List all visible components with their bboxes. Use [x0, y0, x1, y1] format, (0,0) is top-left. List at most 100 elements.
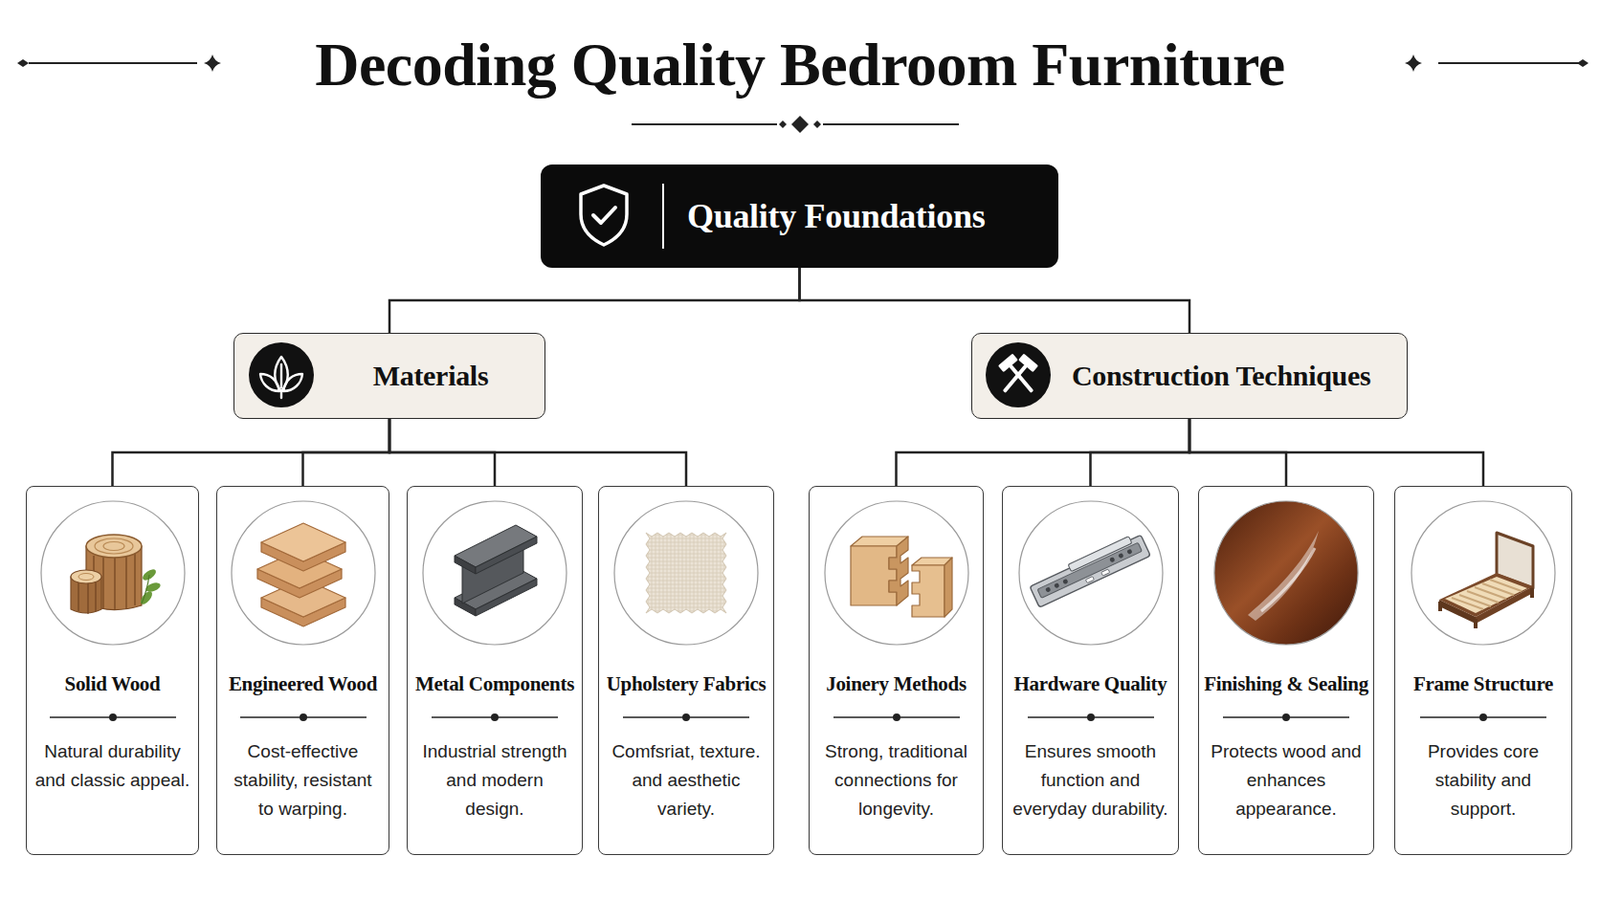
title-divider — [1087, 713, 1095, 722]
connector-line — [303, 419, 391, 487]
card-heading: Solid Wood — [30, 665, 195, 704]
drawer-slide-picture — [1085, 577, 1094, 584]
left-ornament — [28, 62, 198, 65]
root-label: Quality Foundations — [687, 196, 985, 237]
wood-stump-picture — [141, 575, 150, 604]
bed-frame-picture — [1489, 579, 1522, 592]
leaf-icon — [248, 342, 314, 408]
leaf-icon — [280, 364, 283, 388]
left-ornament — [17, 59, 29, 67]
card-heading: Metal Components — [411, 665, 578, 704]
bed-frame-picture — [1439, 573, 1534, 618]
connector-line — [112, 419, 391, 487]
shield-icon — [593, 207, 616, 223]
topic-card: Frame StructureProvides core stability a… — [1394, 486, 1573, 856]
shield-icon — [580, 185, 627, 245]
steel-beam-picture — [454, 555, 476, 575]
wood-stump-picture — [137, 589, 154, 606]
card-description: Strong, traditional connections for long… — [817, 737, 976, 824]
category-label: Materials — [373, 359, 489, 393]
wood-stump-picture — [70, 570, 102, 584]
drawer-slide-picture — [1044, 586, 1051, 593]
card-heading: Hardware Quality — [1006, 665, 1175, 704]
topic-card: Metal ComponentsIndustrial strength and … — [406, 486, 583, 856]
wood-stump-picture — [78, 582, 96, 615]
title-underline — [813, 120, 822, 129]
bed-frame-picture — [1466, 591, 1499, 603]
dovetail-joint-picture — [822, 498, 972, 648]
drawer-slide-picture — [1044, 549, 1134, 594]
card-heading: Engineered Wood — [221, 665, 385, 704]
drawer-slide-picture — [1019, 501, 1163, 645]
hammer-icon — [997, 353, 1040, 399]
wood-stump-picture — [94, 538, 134, 555]
title-divider — [236, 712, 371, 723]
bed-frame-picture — [1451, 579, 1522, 610]
bed-frame-picture — [1408, 498, 1558, 648]
shield-icon — [540, 164, 675, 268]
wood-finish-picture — [1214, 501, 1358, 645]
topic-card: Hardware QualityEnsures smooth function … — [1001, 486, 1179, 856]
drawer-slide-picture — [1037, 542, 1142, 599]
wood-stump-picture — [78, 574, 94, 581]
plywood-picture — [228, 498, 378, 648]
steel-beam-picture — [420, 498, 570, 648]
card-description: Cost-effective stability, resistant to w… — [224, 737, 381, 824]
bed-frame-picture — [1438, 601, 1443, 612]
steel-beam-picture — [454, 525, 537, 617]
title-divider — [299, 713, 308, 722]
title-underline — [791, 115, 809, 134]
fabric-swatch-picture — [645, 533, 727, 614]
drawer-slide-picture — [1126, 549, 1133, 556]
wood-finish-picture — [1247, 531, 1319, 622]
card-description: Ensures smooth function and everyday dur… — [1010, 737, 1171, 824]
topic-card: Joinery MethodsStrong, traditional conne… — [808, 486, 984, 856]
card-description: Protects wood and enhances appearance. — [1206, 737, 1366, 824]
wood-stump-picture — [103, 542, 125, 552]
card-body: Industrial strength and modern design. — [415, 737, 575, 824]
hammer-icon — [1018, 353, 1039, 373]
title-divider — [109, 713, 117, 722]
topic-card: Engineered WoodCost-effective stability,… — [216, 486, 390, 856]
bed-frame-picture — [1451, 598, 1484, 610]
title-divider — [829, 712, 964, 723]
dovetail-joint-picture — [850, 536, 953, 618]
drawer-slide-picture — [1085, 569, 1110, 584]
topic-card: Finishing & SealingProtects wood and enh… — [1198, 486, 1375, 856]
card-heading: Joinery Methods — [813, 665, 979, 704]
wood-finish-picture — [1261, 548, 1315, 612]
drawer-slide-picture — [1053, 582, 1060, 589]
drawer-slide-picture — [1117, 553, 1124, 559]
wood-stump-picture — [125, 556, 127, 610]
connector-line — [1090, 419, 1191, 487]
bed-frame-picture — [1530, 588, 1534, 599]
connector-line — [800, 267, 1191, 334]
card-description: Natural durability and classic appeal. — [34, 737, 191, 796]
hammer-icon — [998, 353, 1019, 373]
left-ornament — [17, 54, 222, 72]
card-body: Protects wood and enhances appearance. — [1206, 737, 1366, 824]
leaf-icon — [260, 374, 280, 392]
card-heading: Upholstery Fabrics — [602, 665, 770, 704]
wood-stump-picture — [77, 582, 79, 612]
bed-frame-picture — [1411, 501, 1556, 645]
label-row: Construction Techniques — [972, 333, 1407, 419]
wood-finish-picture — [1211, 498, 1361, 648]
bed-frame-picture — [1482, 583, 1514, 596]
topic-card: Upholstery FabricsComfsriat, texture. an… — [598, 486, 775, 856]
left-ornament — [203, 54, 222, 72]
dovetail-joint-picture — [824, 501, 969, 645]
title-divider — [682, 713, 690, 722]
wood-stump-picture — [133, 554, 135, 606]
wood-stump-picture — [94, 582, 96, 612]
wood-stump-picture — [87, 583, 89, 615]
topic-card: Solid WoodNatural durability and classic… — [25, 486, 200, 856]
connector-line — [389, 419, 687, 487]
drawer-slide-picture — [1100, 569, 1110, 577]
drawer-slide-picture — [1016, 498, 1166, 648]
card-description: Comfsriat, texture. and aesthetic variet… — [606, 737, 766, 824]
drawer-slide-picture — [1109, 556, 1115, 563]
card-body: Provides core stability and support. — [1402, 737, 1564, 824]
leaf-icon — [280, 391, 283, 399]
